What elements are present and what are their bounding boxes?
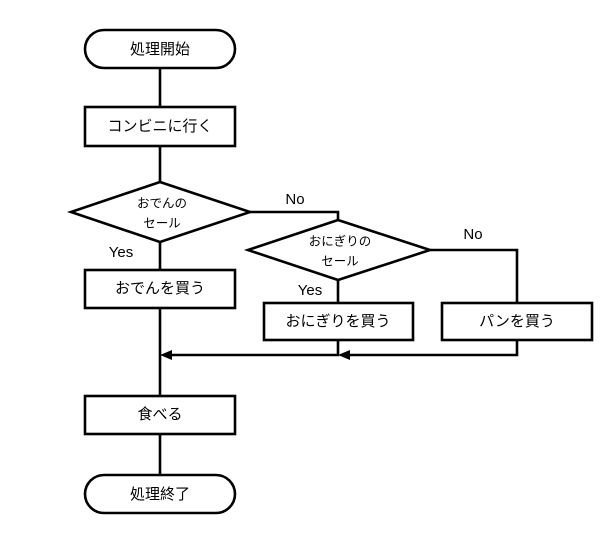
edge-label-onigiri-no: No xyxy=(463,226,482,243)
eat-box-shape xyxy=(83,394,237,436)
node-decision-onigiri-sale[interactable]: おにぎりの セール xyxy=(243,218,435,282)
end-label: 処理終了 xyxy=(130,486,190,503)
buy-pan-label: パンを買う xyxy=(479,313,555,330)
node-go-to-store[interactable]: コンビニに行く xyxy=(83,105,237,148)
onigiri-decision-label-line1: おにぎりの xyxy=(309,234,372,248)
node-buy-onigiri[interactable]: おにぎりを買う xyxy=(262,301,415,342)
node-start[interactable]: 処理開始 xyxy=(83,28,237,70)
oden-decision-label-line2: セール xyxy=(143,216,181,230)
edge-label-oden-no: No xyxy=(285,191,304,208)
buy-onigiri-box-shape xyxy=(262,301,415,342)
start-label: 処理開始 xyxy=(130,41,190,58)
buy-oden-box-shape xyxy=(83,268,237,310)
arrowhead-onigiri-merge xyxy=(160,350,172,360)
end-terminator-shape xyxy=(83,473,237,515)
edge-label-oden-yes: Yes xyxy=(109,244,133,261)
onigiri-decision-shape xyxy=(243,218,435,282)
connector-layer xyxy=(158,68,519,475)
node-decision-oden-sale[interactable]: おでんの セール xyxy=(66,180,255,244)
oden-decision-label-line1: おでんの xyxy=(137,196,187,210)
connector-onigiri-no-to-buy-pan xyxy=(430,248,519,303)
start-terminator-shape xyxy=(83,28,237,70)
oden-decision-shape xyxy=(66,180,255,244)
buy-oden-label: おでんを買う xyxy=(115,280,205,297)
node-end[interactable]: 処理終了 xyxy=(83,473,237,515)
connector-oden-no-to-onigiri-decision xyxy=(250,210,340,220)
onigiri-decision-label-line2: セール xyxy=(321,254,359,268)
buy-pan-box-shape xyxy=(440,301,594,342)
node-buy-pan[interactable]: パンを買う xyxy=(440,301,594,342)
edge-label-onigiri-yes: Yes xyxy=(298,282,322,299)
node-buy-oden[interactable]: おでんを買う xyxy=(83,268,237,310)
go-store-box-shape xyxy=(83,105,237,148)
node-eat[interactable]: 食べる xyxy=(83,394,237,436)
arrowhead-pan-merge xyxy=(338,350,350,360)
go-store-label: コンビニに行く xyxy=(107,118,212,135)
connector-buy-pan-merge xyxy=(344,340,519,357)
buy-onigiri-label: おにぎりを買う xyxy=(285,313,390,330)
connector-buy-onigiri-merge xyxy=(166,340,340,357)
eat-label: 食べる xyxy=(137,406,182,423)
